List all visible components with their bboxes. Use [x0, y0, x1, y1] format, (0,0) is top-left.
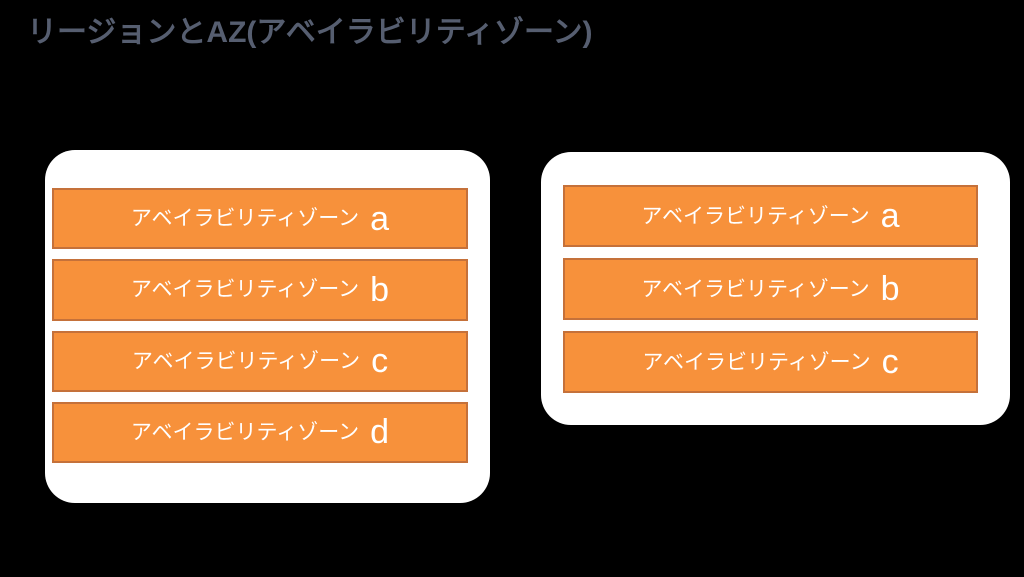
availability-zone-label: アベイラビリティゾーン: [130, 420, 360, 444]
availability-zone-label: アベイラビリティゾーン: [130, 207, 360, 231]
availability-zone-bar-a[interactable]: アベイラビリティゾーン a: [563, 185, 978, 247]
availability-zone-bar-b[interactable]: アベイラビリティゾーン b: [563, 258, 978, 320]
availability-zone-letter: a: [370, 199, 390, 238]
availability-zone-label: アベイラビリティゾーン: [641, 277, 870, 301]
region-container-left: アベイラビリティゾーン a アベイラビリティゾーン b アベイラビリティゾーン c ア…: [45, 150, 490, 503]
availability-zone-letter: a: [880, 197, 900, 235]
availability-zone-list-left: アベイラビリティゾーン a アベイラビリティゾーン b アベイラビリティゾーン c ア…: [45, 150, 490, 503]
availability-zone-list-right: アベイラビリティゾーン a アベイラビリティゾーン b アベイラビリティゾーン c: [541, 152, 1010, 425]
region-container-right: アベイラビリティゾーン a アベイラビリティゾーン b アベイラビリティゾーン c: [541, 152, 1010, 425]
availability-zone-letter: b: [370, 270, 390, 309]
availability-zone-letter: d: [370, 413, 390, 452]
availability-zone-bar-d[interactable]: アベイラビリティゾーン d: [52, 401, 468, 463]
availability-zone-label: アベイラビリティゾーン: [642, 350, 871, 374]
availability-zone-bar-b[interactable]: アベイラビリティゾーン b: [52, 259, 468, 321]
availability-zone-bar-c[interactable]: アベイラビリティゾーン c: [52, 330, 468, 392]
availability-zone-letter: b: [880, 270, 900, 308]
availability-zone-letter: c: [371, 342, 389, 381]
availability-zone-label: アベイラビリティゾーン: [641, 204, 870, 228]
availability-zone-label: アベイラビリティゾーン: [130, 278, 360, 302]
page-title: リージョンとAZ(アベイラビリティゾーン): [27, 16, 593, 49]
availability-zone-label: アベイラビリティゾーン: [131, 349, 361, 373]
availability-zone-bar-c[interactable]: アベイラビリティゾーン c: [563, 331, 978, 393]
availability-zone-letter: c: [881, 343, 899, 381]
availability-zone-bar-a[interactable]: アベイラビリティゾーン a: [52, 188, 468, 250]
